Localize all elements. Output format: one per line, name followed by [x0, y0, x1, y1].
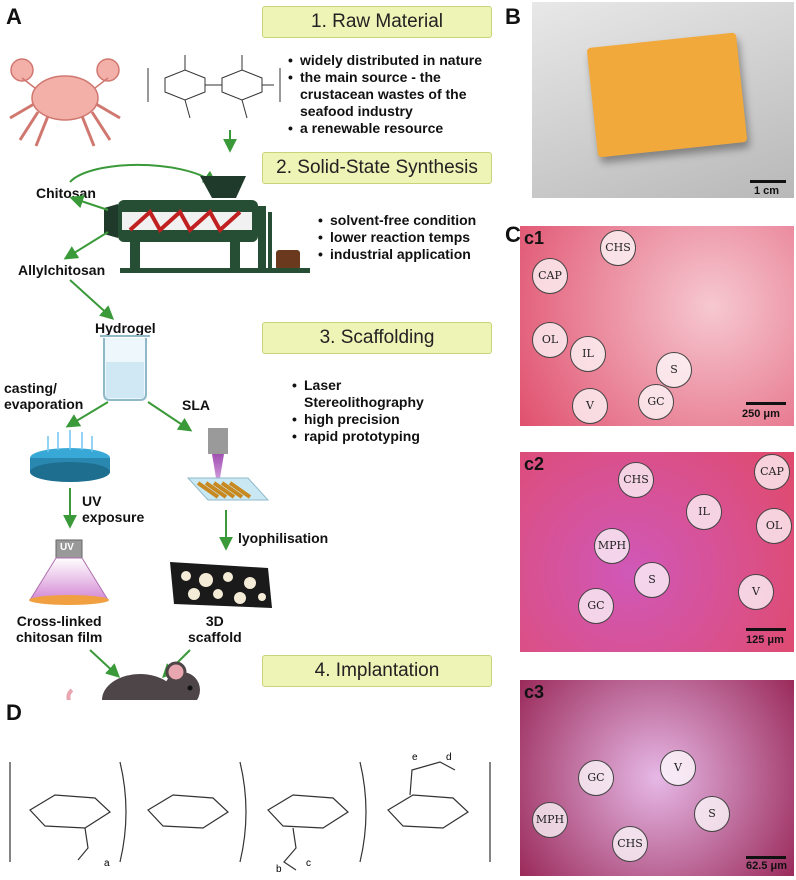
- sponge-photo: 1 cm: [532, 2, 794, 198]
- mouse-icon: [66, 661, 200, 700]
- panel-label-c: C: [505, 222, 521, 247]
- panel-label-a: A: [6, 4, 22, 29]
- scaffold-icon: [170, 562, 272, 608]
- raw-material-bullets: widely distributed in nature the main so…: [288, 52, 503, 137]
- label-s: S: [694, 796, 730, 832]
- bullet: solvent-free condition: [318, 212, 498, 229]
- scale-bar: [746, 402, 786, 405]
- scaffolding-bullets: Laser Stereolithography high precision r…: [292, 377, 442, 445]
- scale-label-c1: 250 μm: [742, 408, 780, 420]
- process-diagram: [9, 55, 310, 700]
- scale-label-b: 1 cm: [754, 185, 780, 197]
- extruder-icon: [104, 176, 310, 273]
- label-chs: CHS: [612, 826, 648, 862]
- label-mph: MPH: [594, 528, 630, 564]
- beaker-icon: [100, 335, 150, 401]
- label-uv-exposure: UV exposure: [82, 493, 145, 525]
- label-allylchitosan: Allylchitosan: [18, 262, 106, 278]
- histology-tag-c1: c1: [524, 228, 545, 248]
- chem-letter-d: d: [446, 752, 452, 763]
- label-chs: CHS: [618, 462, 654, 498]
- label-v: V: [738, 574, 774, 610]
- label-film: Cross-linked chitosan film: [16, 613, 103, 645]
- sla-printer-icon: [186, 428, 270, 501]
- panel-label-b: B: [505, 4, 521, 29]
- histology-tag-c3: c3: [524, 682, 545, 702]
- label-mph: MPH: [532, 802, 568, 838]
- step-synthesis: 2. Solid-State Synthesis: [262, 152, 492, 184]
- histology-c3: c3 GC V S MPH CHS 62.5 μm: [520, 680, 794, 876]
- label-chs: CHS: [600, 230, 636, 266]
- label-s: S: [634, 562, 670, 598]
- bullet: a renewable resource: [288, 120, 503, 137]
- label-gc: GC: [578, 760, 614, 796]
- bullet: lower reaction temps: [318, 229, 498, 246]
- uv-lamp-icon: [29, 539, 109, 605]
- histology-tag-c2: c2: [524, 454, 545, 474]
- label-v: V: [572, 388, 608, 424]
- label-gc: GC: [578, 588, 614, 624]
- chem-letter-a: a: [104, 858, 110, 869]
- bullet: the main source - the crustacean wastes …: [288, 69, 503, 120]
- label-il: IL: [686, 494, 722, 530]
- chitin-structure: [147, 55, 281, 119]
- label-gc: GC: [638, 384, 674, 420]
- label-il: IL: [570, 336, 606, 372]
- label-casting: casting/ evaporation: [4, 380, 84, 412]
- label-ol: OL: [756, 508, 792, 544]
- scale-bar: [746, 628, 786, 631]
- bullet: rapid prototyping: [292, 428, 442, 445]
- bullet: Laser Stereolithography: [292, 377, 442, 411]
- petri-dish-icon: [30, 430, 110, 482]
- crab-icon: [9, 58, 121, 147]
- label-sla: SLA: [182, 397, 210, 413]
- label-s: S: [656, 352, 692, 388]
- scale-label-c3: 62.5 μm: [746, 860, 787, 872]
- label-cap: CAP: [754, 454, 790, 490]
- scale-bar: [750, 180, 786, 183]
- bullet: widely distributed in nature: [288, 52, 503, 69]
- step-implantation: 4. Implantation: [262, 655, 492, 687]
- label-ol: OL: [532, 322, 568, 358]
- histology-c1: c1 CHS CAP OL IL S GC V 250 μm: [520, 226, 794, 426]
- chemical-structure-d: a b c d e: [9, 752, 491, 875]
- bullet: industrial application: [318, 246, 498, 263]
- chem-letter-b: b: [276, 864, 282, 875]
- uv-lamp-label: UV: [60, 542, 74, 553]
- synthesis-bullets: solvent-free condition lower reaction te…: [318, 212, 498, 263]
- label-scaffold: 3D scaffold: [188, 613, 242, 645]
- step-scaffolding: 3. Scaffolding: [262, 322, 492, 354]
- scale-label-c2: 125 μm: [746, 634, 784, 646]
- histology-c2: c2 CHS CAP MPH IL OL S GC V 125 μm: [520, 452, 794, 652]
- label-hydrogel: Hydrogel: [95, 320, 156, 336]
- chem-letter-e: e: [412, 752, 418, 763]
- step-raw-material: 1. Raw Material: [262, 6, 492, 38]
- label-v: V: [660, 750, 696, 786]
- label-cap: CAP: [532, 258, 568, 294]
- bullet: high precision: [292, 411, 442, 428]
- scale-bar: [746, 856, 786, 859]
- label-lyophilisation: lyophilisation: [238, 530, 329, 546]
- panel-label-d: D: [6, 700, 22, 725]
- chem-letter-c: c: [306, 858, 311, 869]
